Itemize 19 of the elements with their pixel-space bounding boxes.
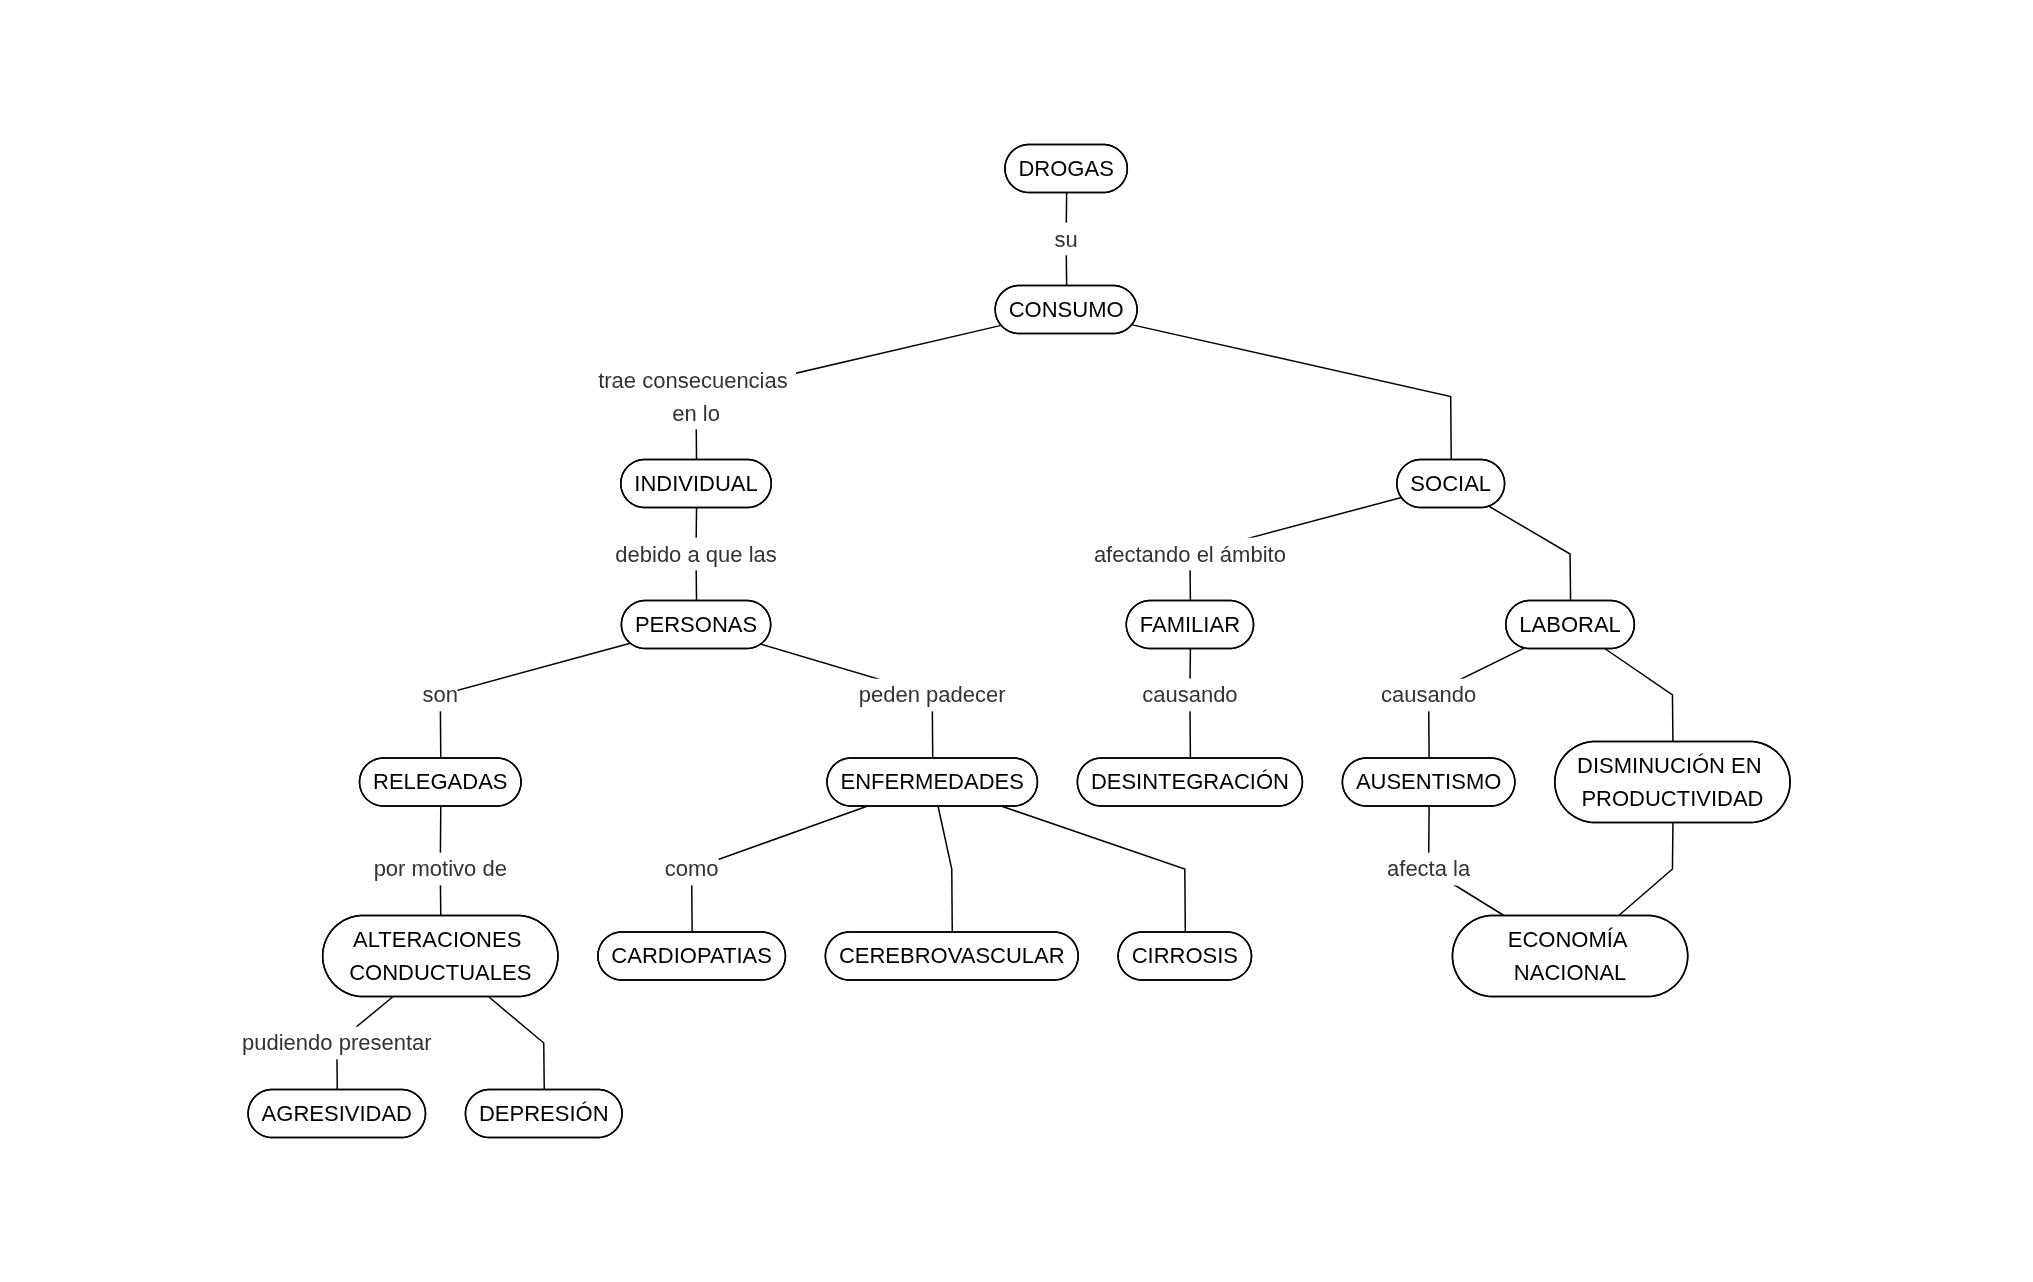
edge-label: su: [1054, 226, 1079, 252]
edge-label: afectando el ámbito: [1094, 541, 1287, 567]
edge-label: por motivo de: [374, 856, 508, 882]
edge-label: como: [665, 856, 720, 882]
edge-label: pudiendo presentar: [242, 1030, 433, 1056]
edge-label: afecta la: [1387, 856, 1471, 882]
connector: [937, 805, 954, 934]
edge-label: causando: [1142, 682, 1239, 708]
edge-label: trae consecuencias en lo: [598, 367, 789, 426]
edge-label: son: [423, 682, 459, 708]
connector: [1002, 805, 1187, 934]
edge-label: debido a que las: [615, 541, 778, 567]
edge-label: peden padecer: [859, 682, 1007, 708]
connector: [1605, 648, 1675, 743]
connector: [488, 996, 546, 1091]
connector: [1617, 822, 1675, 917]
edge-label: causando: [1381, 682, 1477, 708]
connector: [1489, 505, 1572, 602]
connector: [1132, 324, 1453, 461]
